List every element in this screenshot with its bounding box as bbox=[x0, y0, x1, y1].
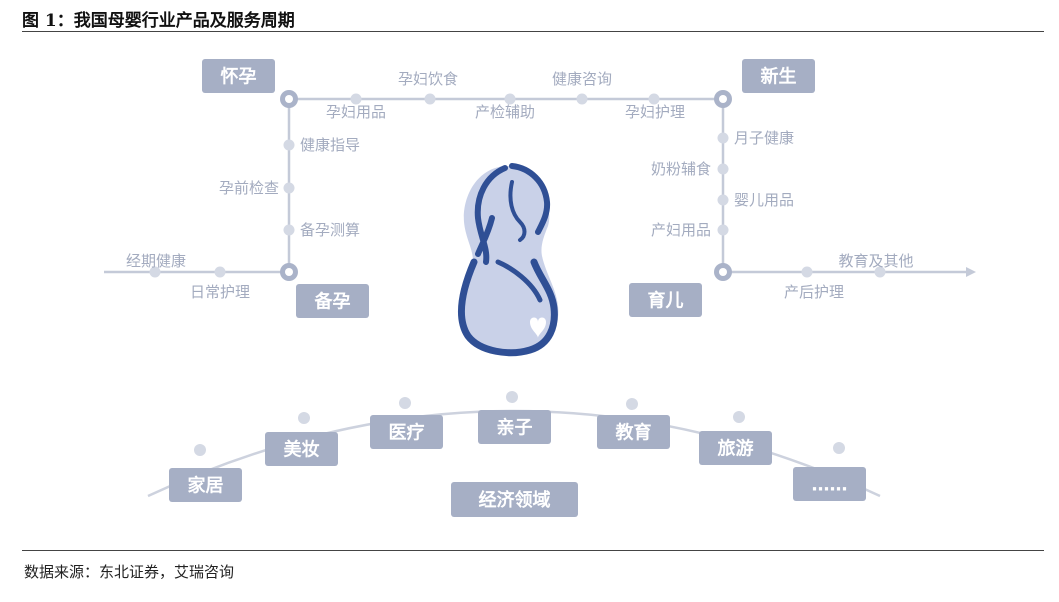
timeline-dot bbox=[717, 132, 729, 144]
field-home-label: 家居 bbox=[188, 475, 224, 497]
timeline-dot bbox=[424, 93, 436, 105]
field-education: 教育 bbox=[597, 415, 670, 449]
timeline-dot bbox=[350, 93, 362, 105]
figure-title: 图 1：我国母婴行业产品及服务周期 bbox=[22, 11, 295, 31]
timeline-dot bbox=[214, 266, 226, 278]
pregnant-woman-icon bbox=[458, 163, 559, 357]
stage-prep: 备孕 bbox=[296, 284, 369, 318]
arc-dot bbox=[399, 397, 411, 409]
item-baby-goods: 婴儿用品 bbox=[734, 191, 794, 209]
item-prenatal-aid: 产检辅助 bbox=[475, 103, 535, 121]
corner-node-prep bbox=[280, 263, 298, 281]
field-travel-label: 旅游 bbox=[718, 438, 754, 460]
field-more: …… bbox=[793, 467, 866, 501]
item-confinement-health: 月子健康 bbox=[734, 129, 794, 147]
field-education-label: 教育 bbox=[616, 422, 652, 444]
bottom-rule bbox=[22, 550, 1044, 551]
arc-dot bbox=[733, 411, 745, 423]
timeline-dot bbox=[283, 224, 295, 236]
field-home: 家居 bbox=[169, 468, 242, 502]
stage-parenting: 育儿 bbox=[629, 283, 702, 317]
item-maternity-diet: 孕妇饮食 bbox=[398, 70, 458, 88]
economy-label: 经济领域 bbox=[479, 489, 551, 511]
arc-dot bbox=[298, 412, 310, 424]
item-daily-care: 日常护理 bbox=[190, 283, 250, 301]
top-rule bbox=[22, 31, 1044, 32]
item-formula-food: 奶粉辅食 bbox=[651, 160, 711, 178]
item-postpartum-goods: 产妇用品 bbox=[651, 221, 711, 239]
timeline-dot bbox=[717, 224, 729, 236]
item-education-other: 教育及其他 bbox=[838, 252, 913, 270]
arrow-head-icon bbox=[966, 267, 976, 277]
arc-dot bbox=[626, 398, 638, 410]
timeline-dot bbox=[576, 93, 588, 105]
figure-source: 数据来源：东北证券，艾瑞咨询 bbox=[24, 563, 235, 581]
item-conception-calc: 备孕测算 bbox=[300, 221, 360, 239]
field-beauty-label: 美妆 bbox=[284, 439, 320, 461]
item-maternity-goods: 孕妇用品 bbox=[326, 103, 386, 121]
economy-field-box: 经济领域 bbox=[451, 482, 578, 517]
timeline-dot bbox=[504, 93, 516, 105]
stage-prep-label: 备孕 bbox=[314, 291, 351, 313]
item-health-consult: 健康咨询 bbox=[552, 70, 612, 88]
item-prepregnancy-check: 孕前检查 bbox=[219, 179, 279, 197]
item-postpartum-care: 产后护理 bbox=[784, 283, 844, 301]
timeline-dot bbox=[801, 266, 813, 278]
timeline-dot bbox=[149, 266, 161, 278]
timeline-dot bbox=[874, 266, 886, 278]
field-more-label: …… bbox=[812, 475, 848, 496]
arc-dot bbox=[194, 444, 206, 456]
field-travel: 旅游 bbox=[699, 431, 772, 465]
stage-pregnancy: 怀孕 bbox=[202, 59, 275, 93]
arc-dot bbox=[506, 391, 518, 403]
timeline-dot bbox=[283, 139, 295, 151]
field-parent-child-label: 亲子 bbox=[497, 417, 533, 439]
corner-node-newborn bbox=[714, 90, 732, 108]
timeline-dot bbox=[717, 163, 729, 175]
corner-node-parenting bbox=[714, 263, 732, 281]
field-medical: 医疗 bbox=[370, 415, 443, 449]
stage-newborn-label: 新生 bbox=[761, 66, 797, 88]
corner-node-pregnancy bbox=[280, 90, 298, 108]
stage-pregnancy-label: 怀孕 bbox=[221, 67, 257, 88]
item-menstrual-health: 经期健康 bbox=[126, 252, 186, 270]
arc-dot bbox=[833, 442, 845, 454]
stage-parenting-label: 育儿 bbox=[648, 290, 684, 312]
item-health-guidance: 健康指导 bbox=[300, 136, 360, 154]
field-parent-child: 亲子 bbox=[478, 410, 551, 444]
timeline-dot bbox=[717, 194, 729, 206]
field-medical-label: 医疗 bbox=[389, 422, 425, 444]
timeline-dot bbox=[648, 93, 660, 105]
stage-newborn: 新生 bbox=[742, 59, 815, 93]
item-maternity-care: 孕妇护理 bbox=[625, 103, 685, 121]
field-beauty: 美妆 bbox=[265, 432, 338, 466]
timeline-dot bbox=[283, 182, 295, 194]
